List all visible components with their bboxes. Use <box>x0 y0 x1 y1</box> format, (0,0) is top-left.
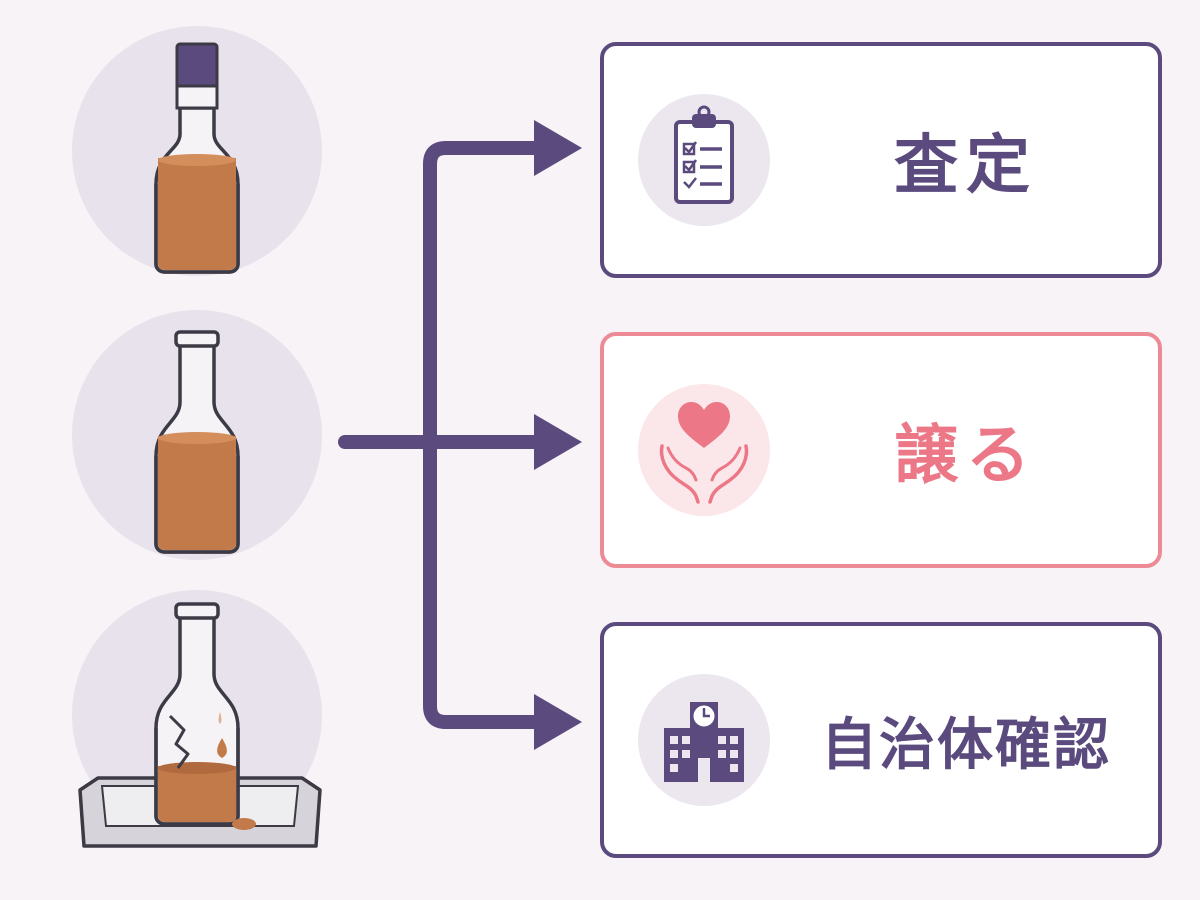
bottle-circle-broken <box>72 590 322 848</box>
arrowhead-top <box>534 120 582 176</box>
bottle-circle-open <box>72 310 322 560</box>
arrowhead-bottom <box>534 694 582 750</box>
bottle-circle-sealed <box>72 26 322 276</box>
city-hall-icon <box>638 674 770 806</box>
sealed-bottle-icon <box>154 42 240 274</box>
option-label-municipality: 自治体確認 <box>821 712 1111 778</box>
option-card-give-away: 譲る <box>600 332 1162 568</box>
clipboard-checklist-icon <box>638 94 770 226</box>
heart-hands-icon <box>638 384 770 516</box>
branch-line <box>423 141 549 729</box>
option-card-assessment: 査定 <box>600 42 1162 278</box>
arrowhead-middle <box>534 414 582 470</box>
broken-bottle-icon <box>78 602 322 848</box>
open-bottle-icon <box>154 330 240 554</box>
option-card-municipality: 自治体確認 <box>600 622 1162 858</box>
option-label-assessment: 査定 <box>894 129 1038 203</box>
option-label-give-away: 譲る <box>894 419 1038 493</box>
